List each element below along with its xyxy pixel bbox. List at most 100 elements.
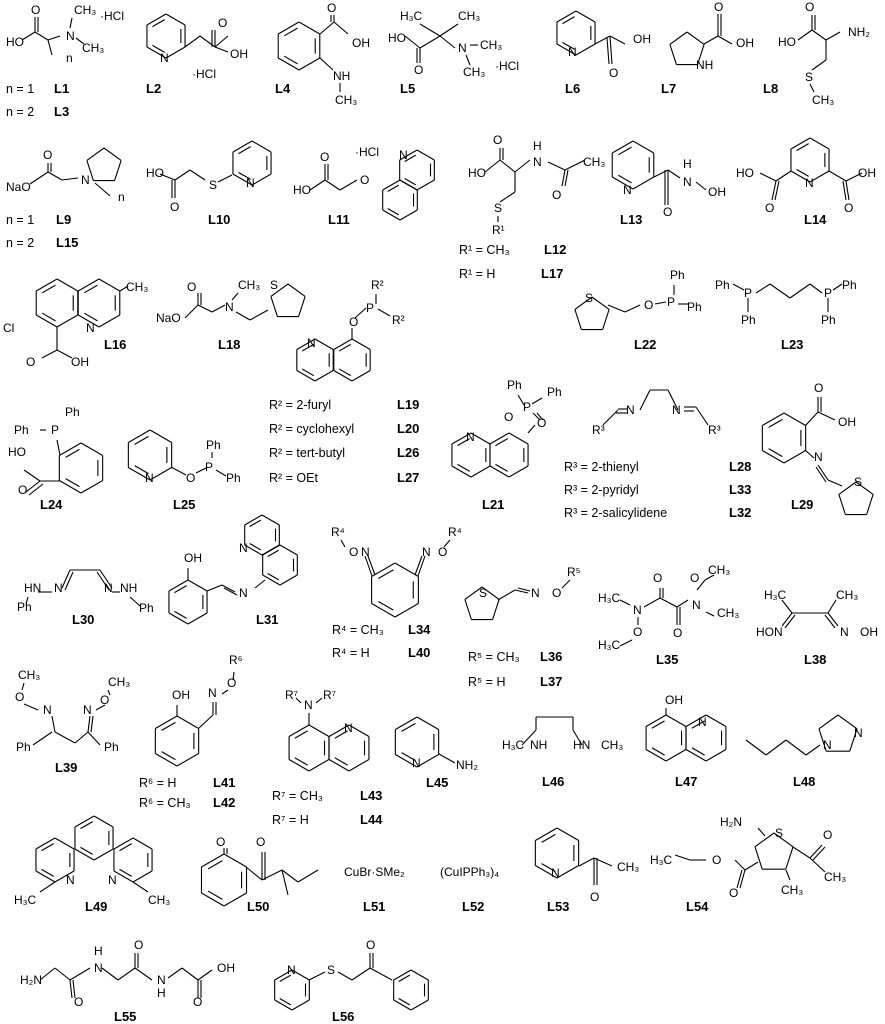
- bond: [223, 853, 247, 868]
- bond: [395, 716, 418, 730]
- bond: [399, 179, 418, 191]
- atom-label: HO: [756, 625, 774, 639]
- bond: [165, 13, 186, 26]
- atom-label: N: [698, 715, 707, 729]
- atom-label: Ph: [741, 313, 756, 327]
- bond: [301, 368, 315, 377]
- bond: [351, 967, 371, 981]
- compound-label-l4: L4: [275, 81, 291, 96]
- bond: [410, 999, 429, 1011]
- bond: [697, 44, 705, 65]
- atom-label: N: [239, 586, 248, 600]
- atom-label: OH: [230, 47, 248, 61]
- bond: [232, 671, 235, 681]
- bond: [197, 969, 213, 981]
- atom-label: OH: [708, 185, 726, 199]
- bond: [578, 857, 595, 867]
- bond: [238, 171, 251, 180]
- atom-label: P: [824, 286, 832, 300]
- substituent-note: n = 2: [6, 105, 34, 119]
- bond: [168, 579, 189, 592]
- bond: [315, 697, 323, 704]
- bond: [594, 35, 611, 45]
- bond: [279, 998, 292, 1006]
- bond: [75, 37, 85, 45]
- atom-label: N: [399, 148, 408, 162]
- compound-label-l17: L17: [541, 266, 563, 281]
- bond: [128, 429, 151, 443]
- atom-label: Ph: [104, 740, 119, 754]
- atom-label: HO: [8, 445, 26, 459]
- bond: [796, 168, 809, 177]
- bond: [804, 411, 819, 427]
- bond: [404, 178, 417, 186]
- atom-label: S: [805, 70, 813, 84]
- bond: [499, 191, 516, 203]
- bond-lines: [21, 10, 874, 1011]
- atom-label: O: [844, 201, 853, 215]
- compound-label-l33: L33: [729, 482, 751, 497]
- bond: [146, 46, 167, 59]
- compound-label-l10: L10: [208, 212, 230, 227]
- atom-label: H₃C: [650, 853, 673, 867]
- substituent-note: R⁶ = H: [139, 776, 176, 790]
- atom-label: OH: [633, 32, 651, 46]
- bond: [811, 29, 827, 41]
- bond: [134, 465, 149, 475]
- atom-label: N: [683, 175, 692, 189]
- atom-label: n: [118, 190, 125, 204]
- bond: [773, 832, 794, 848]
- bond: [393, 969, 412, 981]
- bond: [189, 169, 206, 181]
- atom-label: OH: [184, 551, 202, 565]
- bond: [298, 296, 306, 317]
- bond: [134, 435, 149, 445]
- bond: [308, 759, 330, 772]
- bond: [32, 731, 53, 746]
- bond: [333, 21, 349, 35]
- bond: [556, 43, 577, 56]
- bond: [176, 715, 199, 729]
- bond: [296, 338, 316, 350]
- atom-label: S: [327, 963, 335, 977]
- bond: [547, 161, 566, 171]
- bond: [339, 179, 358, 191]
- bond: [465, 54, 471, 66]
- atom-label: N: [361, 545, 370, 559]
- bond: [298, 21, 321, 35]
- bond: [308, 971, 326, 981]
- bond: [288, 759, 310, 772]
- substituent-note: R⁵ = H: [468, 675, 505, 689]
- bond: [591, 296, 610, 310]
- atom-label: O: [712, 853, 721, 867]
- bond: [270, 283, 289, 297]
- atom-label: O: [134, 938, 143, 952]
- bond: [754, 832, 775, 848]
- bond: [609, 35, 626, 45]
- compound-label-l13: L13: [620, 212, 642, 227]
- bond: [703, 35, 719, 45]
- bond: [495, 463, 508, 472]
- bond: [132, 870, 153, 883]
- atom-label: CH₃: [335, 93, 357, 107]
- atom-label: Ph: [715, 278, 730, 292]
- compound-label-l42: L42: [213, 795, 235, 810]
- bond: [41, 868, 54, 877]
- bond: [152, 19, 165, 28]
- atom-label: O: [170, 200, 179, 214]
- compound-label-l55: L55: [114, 1009, 136, 1024]
- atom-label: R⁶: [229, 653, 243, 667]
- atom-label: CH₃: [480, 38, 502, 52]
- bond: [41, 312, 56, 322]
- bond: [244, 544, 263, 556]
- atom-label: O: [765, 201, 774, 215]
- bond: [61, 177, 79, 181]
- atom-label: N: [412, 756, 421, 770]
- atom-label: N: [94, 961, 103, 975]
- bond: [369, 967, 393, 981]
- bond: [399, 149, 418, 161]
- compound-label-l41: L41: [213, 775, 235, 790]
- bond: [609, 35, 613, 65]
- bond: [354, 307, 367, 319]
